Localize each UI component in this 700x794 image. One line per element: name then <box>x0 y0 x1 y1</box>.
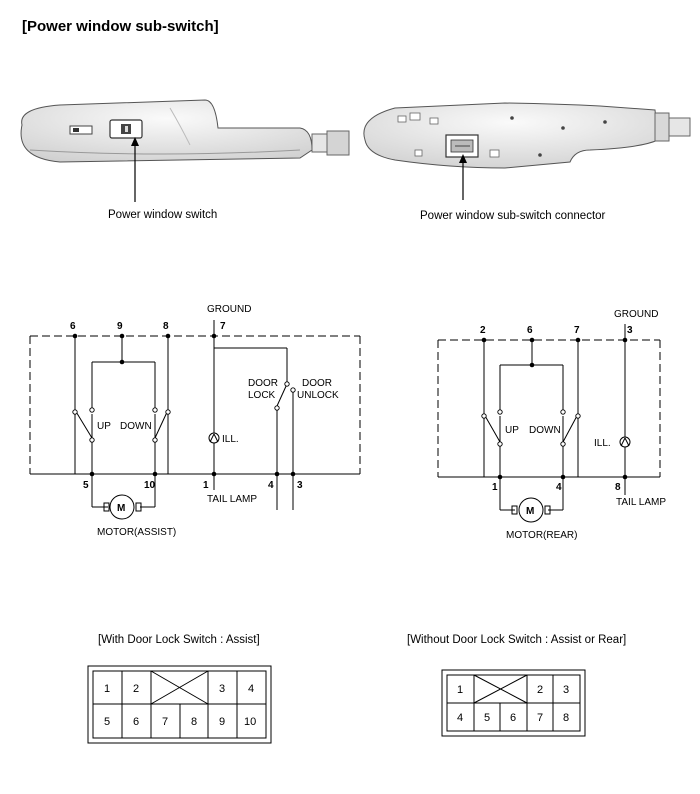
assist-pin-1: 1 <box>203 480 209 491</box>
assist-pin-8: 8 <box>163 321 169 332</box>
door-unlock-label-1: DOOR <box>302 378 332 389</box>
rear-pin-1: 1 <box>492 482 498 493</box>
page-title: [Power window sub-switch] <box>22 18 219 35</box>
assist-cell-8: 8 <box>191 716 197 728</box>
assist-pin-7: 7 <box>220 321 226 332</box>
rear-cell-2: 2 <box>537 684 543 696</box>
assist-pin-4: 4 <box>268 480 274 491</box>
assist-ground-label: GROUND <box>207 304 251 315</box>
power-window-switch-illustration <box>20 99 350 163</box>
assist-cell-10: 10 <box>244 716 256 728</box>
connector-callout-arrow <box>459 154 467 200</box>
rear-tail-lamp-label: TAIL LAMP <box>616 497 666 508</box>
rear-ill-label: ILL. <box>594 438 611 449</box>
assist-up-label: UP <box>97 421 111 432</box>
rear-pin-4: 4 <box>556 482 562 493</box>
assist-down-label: DOWN <box>120 421 152 432</box>
assist-cell-3: 3 <box>219 683 225 695</box>
assist-pin-10: 10 <box>144 480 156 491</box>
assist-cell-2: 2 <box>133 683 139 695</box>
rear-switch-contacts <box>481 409 581 447</box>
switch-caption: Power window switch <box>108 209 217 221</box>
assist-pin-9: 9 <box>117 321 123 332</box>
assist-motor-label: MOTOR(ASSIST) <box>97 527 176 538</box>
rear-cell-4: 4 <box>457 712 463 724</box>
rear-motor-label: MOTOR(REAR) <box>506 530 577 541</box>
assist-connector-diagram <box>87 665 272 744</box>
rear-up-label: UP <box>505 425 519 436</box>
rear-pin-8: 8 <box>615 482 621 493</box>
rear-pin-3: 3 <box>627 325 633 336</box>
rear-junctions <box>481 337 628 480</box>
assist-cell-7: 7 <box>162 716 168 728</box>
assist-circuit-schematic <box>29 320 361 520</box>
connector-caption: Power window sub-switch connector <box>420 210 606 222</box>
assist-pin-3: 3 <box>297 480 303 491</box>
door-unlock-label-2: UNLOCK <box>297 390 339 401</box>
assist-junctions <box>72 333 296 477</box>
rear-connector-caption: [Without Door Lock Switch : Assist or Re… <box>407 634 626 646</box>
switch-callout-arrow <box>131 137 139 202</box>
rear-connector-diagram <box>441 669 586 737</box>
assist-motor-symbol: M <box>117 503 125 514</box>
rear-cell-3: 3 <box>563 684 569 696</box>
assist-pin-6: 6 <box>70 321 76 332</box>
rear-cell-5: 5 <box>484 712 490 724</box>
assist-cell-4: 4 <box>248 683 254 695</box>
assist-ill-label: ILL. <box>222 434 239 445</box>
assist-cell-1: 1 <box>104 683 110 695</box>
rear-circuit-schematic <box>437 324 661 523</box>
assist-switch-contacts <box>72 381 296 443</box>
assist-connector-caption: [With Door Lock Switch : Assist] <box>98 634 260 646</box>
connector-illustration <box>363 102 691 169</box>
rear-cell-6: 6 <box>510 712 516 724</box>
rear-pin-2: 2 <box>480 325 486 336</box>
door-lock-label-2: LOCK <box>248 390 276 401</box>
rear-down-label: DOWN <box>529 425 561 436</box>
assist-cell-9: 9 <box>219 716 225 728</box>
rear-cell-7: 7 <box>537 712 543 724</box>
assist-tail-lamp-label: TAIL LAMP <box>207 494 257 505</box>
assist-cell-6: 6 <box>133 716 139 728</box>
door-lock-label-1: DOOR <box>248 378 278 389</box>
assist-cell-5: 5 <box>104 716 110 728</box>
rear-pin-6: 6 <box>527 325 533 336</box>
rear-pin-7: 7 <box>574 325 580 336</box>
assist-pin-5: 5 <box>83 480 89 491</box>
rear-cell-1: 1 <box>457 684 463 696</box>
rear-motor-symbol: M <box>526 506 534 517</box>
rear-cell-8: 8 <box>563 712 569 724</box>
rear-ground-label: GROUND <box>614 309 658 320</box>
